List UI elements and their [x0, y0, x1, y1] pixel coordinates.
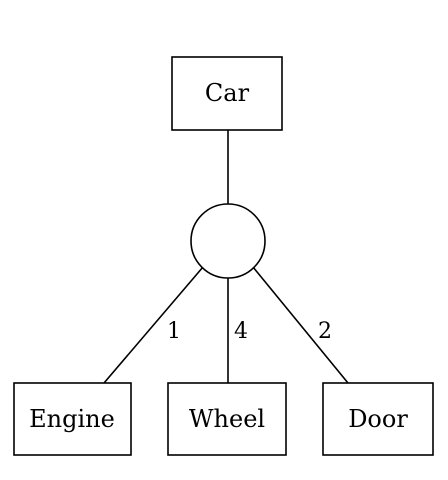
node-door-label: Door	[348, 405, 408, 433]
node-door: Door	[322, 382, 434, 456]
node-engine: Engine	[13, 382, 132, 456]
node-car: Car	[171, 56, 283, 131]
node-wheel-box	[167, 382, 287, 456]
multiplicity-engine: 1	[167, 319, 181, 344]
edge-junction-to-door	[252, 266, 349, 384]
node-wheel-label: Wheel	[189, 405, 265, 433]
node-car-box	[171, 56, 283, 131]
node-wheel: Wheel	[167, 382, 287, 456]
multiplicity-wheel: 4	[234, 319, 248, 344]
composition-junction-circle	[190, 203, 266, 279]
node-car-label: Car	[205, 79, 250, 107]
node-engine-box	[13, 382, 132, 456]
node-engine-label: Engine	[29, 405, 115, 433]
edge-junction-to-engine	[103, 266, 204, 384]
node-door-box	[322, 382, 434, 456]
multiplicity-door: 2	[318, 319, 332, 344]
